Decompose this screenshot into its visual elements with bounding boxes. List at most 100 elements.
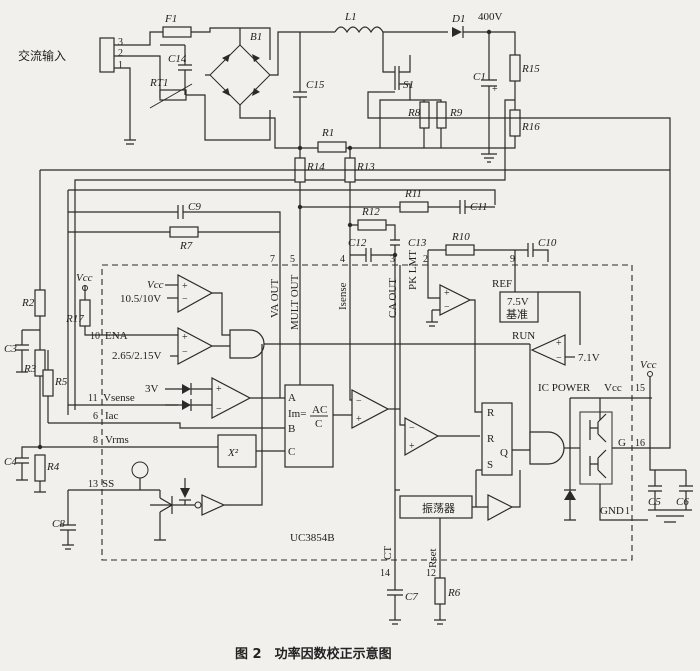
output-voltage-label: 400V — [478, 11, 503, 23]
label-r1: R1 — [321, 127, 334, 139]
svg-text:+: + — [444, 288, 450, 299]
label-c15: C15 — [306, 79, 325, 91]
ref-10-5v: 10.5/10V — [120, 293, 161, 305]
pin-name-vcc: Vcc — [604, 382, 622, 394]
ff-r1: R — [487, 407, 495, 419]
pin-4: 4 — [340, 254, 345, 265]
resistor-r4 — [34, 454, 46, 482]
label-c8: C8 — [52, 518, 65, 530]
label-c10: C10 — [538, 237, 557, 249]
osc-buffer — [487, 494, 514, 522]
svg-text:−: − — [556, 353, 562, 364]
pin-9: 9 — [510, 254, 515, 265]
label-c13: C13 — [408, 237, 427, 249]
pin-16: 16 — [635, 438, 645, 449]
svg-text:+: + — [556, 338, 562, 349]
label-r11: R11 — [404, 188, 422, 200]
svg-text:−: − — [216, 404, 222, 415]
comparator-ena — [177, 327, 214, 365]
pin-12: 12 — [426, 568, 436, 579]
mult-ac: AC — [312, 404, 327, 416]
comparator-uvlo — [177, 274, 214, 314]
label-d1: D1 — [451, 13, 465, 25]
diode-d1 — [452, 27, 462, 37]
svg-text:−: − — [182, 294, 188, 305]
and-gate-out — [529, 431, 565, 465]
pin-name-iac: Iac — [105, 410, 119, 422]
pwm-comparator — [404, 416, 440, 457]
svg-text:+: + — [182, 281, 188, 292]
pin-name-gnd: GND — [600, 505, 624, 517]
label-c14: C14 — [168, 53, 187, 65]
mult-a: A — [288, 392, 296, 404]
resistor-r16 — [509, 109, 521, 137]
ref-jizhun: 基准 — [506, 308, 528, 321]
svg-text:CT: CT — [382, 546, 394, 560]
pin-11: 11 — [88, 393, 98, 404]
pin-name-g: G — [618, 437, 626, 449]
label-r9: R9 — [449, 107, 463, 119]
ref-7-1v: 7.1V — [578, 352, 600, 364]
pin-name-vrms: Vrms — [105, 434, 129, 446]
label-r16: R16 — [521, 121, 540, 133]
resistor-r9 — [436, 101, 447, 129]
resistor-r10 — [445, 244, 475, 256]
ref-2-65v: 2.65/2.15V — [112, 350, 162, 362]
mult-b: B — [288, 423, 295, 435]
label-r4: R4 — [46, 461, 60, 473]
svg-text:−: − — [409, 423, 415, 434]
connector-pin-3: 3 — [118, 37, 123, 48]
label-c12: C12 — [348, 237, 367, 249]
label-c11: C11 — [470, 201, 488, 213]
svg-text:PK LMT: PK LMT — [407, 250, 419, 290]
pin-name-ic-power: IC POWER — [538, 382, 591, 394]
mult-im: Im= — [288, 408, 306, 420]
pin-10: 10 — [90, 331, 100, 342]
label-c7: C7 — [405, 591, 418, 603]
pin-name-mult-out: MULT OUT — [289, 274, 301, 330]
ref-7-5v: 7.5V — [507, 296, 529, 308]
label-c9: C9 — [188, 201, 201, 213]
resistor-r15 — [509, 54, 521, 82]
svg-text:−: − — [356, 396, 362, 407]
squarer-label: X² — [227, 447, 239, 459]
ss-inverter — [201, 494, 226, 516]
resistor-r8 — [419, 101, 430, 129]
pin-name-rset: Rset — [427, 548, 439, 568]
current-amp — [351, 389, 390, 429]
label-s1: S1 — [403, 79, 414, 91]
label-c4: C4 — [4, 456, 17, 468]
pin-2: 2 — [423, 254, 428, 265]
input-connector: 3 2 1 — [99, 37, 123, 73]
pin-name-ena: ENA — [105, 330, 128, 342]
svg-text:−: − — [444, 302, 450, 313]
svg-text:+: + — [356, 414, 362, 425]
run-comparator — [530, 334, 566, 366]
pin-name-run: RUN — [512, 330, 535, 342]
ref-3v: 3V — [145, 383, 159, 395]
figure-caption: 图 2 功率因数校正示意图 — [235, 646, 392, 662]
pin-13: 13 — [88, 479, 98, 490]
label-r14: R14 — [306, 161, 325, 173]
label-r7: R7 — [179, 240, 193, 252]
svg-text:+: + — [492, 84, 498, 95]
label-c6: C6 — [676, 496, 689, 508]
reference-block — [499, 291, 539, 323]
svg-text:Rset: Rset — [427, 548, 439, 568]
pin-name-ref: REF — [492, 278, 512, 290]
pin-name-ss: SS — [102, 478, 114, 490]
pin-name-isense: Isense — [337, 282, 349, 310]
label-r8: R8 — [407, 107, 421, 119]
label-b1: B1 — [250, 31, 262, 43]
pin-3: 3 — [390, 254, 395, 265]
label-r17: R17 — [65, 313, 84, 325]
pin-name-pk: PK LMT — [407, 250, 419, 290]
pin-7: 7 — [270, 254, 275, 265]
vcc-label-right: Vcc — [640, 359, 657, 371]
resistor-r1 — [317, 141, 347, 153]
label-r10: R10 — [451, 231, 470, 243]
connector-pin-2: 2 — [118, 48, 123, 59]
label-r3: R3 — [23, 363, 37, 375]
fuse-f1 — [162, 26, 192, 38]
